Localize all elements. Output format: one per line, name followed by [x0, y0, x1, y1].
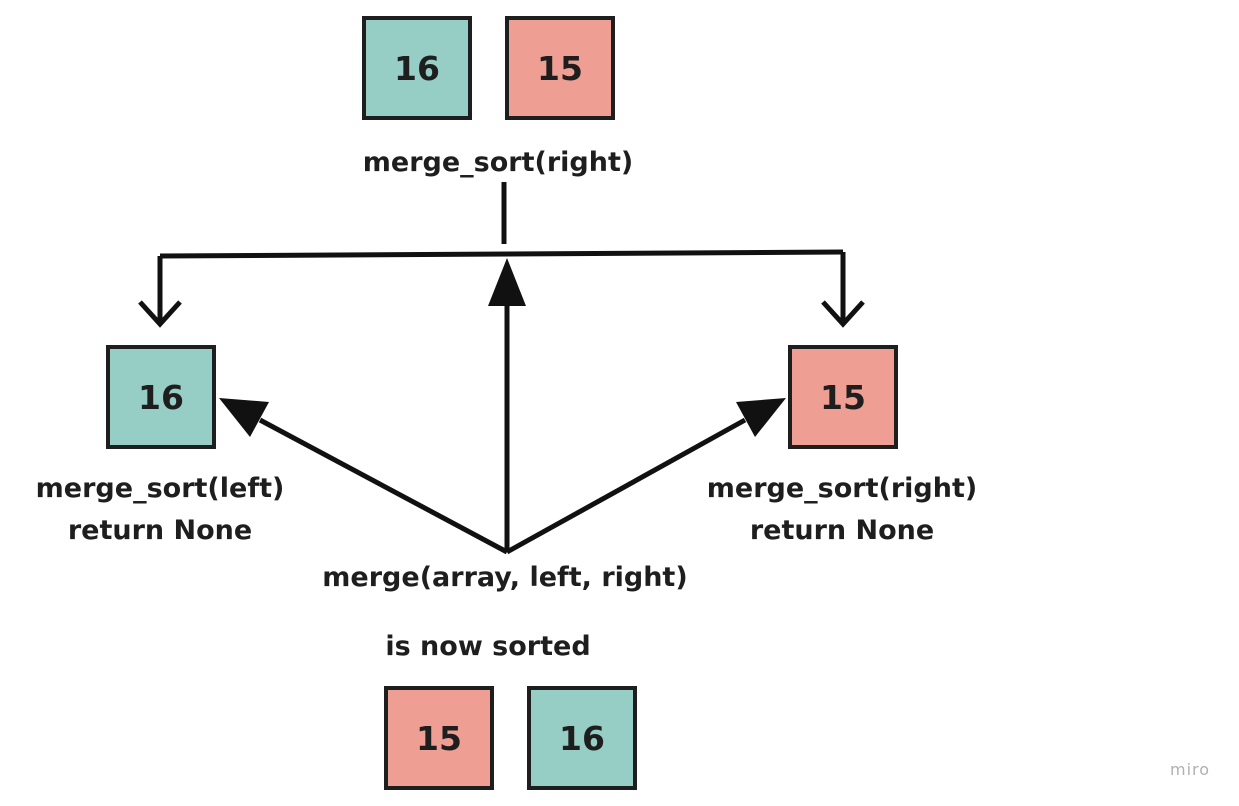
- right-label-return: return None: [749, 515, 935, 546]
- right-label-call: merge_sort(right): [706, 473, 978, 504]
- miro-watermark: miro: [1170, 760, 1211, 779]
- drop-left-arrowhead: [138, 300, 182, 328]
- top-box-1: 16: [362, 16, 472, 120]
- merge-arrow-left-head: [219, 398, 269, 437]
- top-label: merge_sort(right): [362, 147, 634, 178]
- top-box-2: 15: [505, 16, 615, 120]
- merge-arrow-up-head: [488, 258, 526, 306]
- sorted-label: is now sorted: [385, 631, 591, 662]
- bottom-box-1: 15: [384, 686, 494, 790]
- left-label-call: merge_sort(left): [35, 473, 285, 504]
- left-box: 16: [106, 345, 216, 449]
- split-bar: [159, 249, 844, 259]
- merge-arrow-right-head: [736, 398, 786, 437]
- bottom-box-2: 16: [527, 686, 637, 790]
- merge-label: merge(array, left, right): [322, 562, 688, 593]
- drop-right-arrowhead: [821, 300, 865, 328]
- merge-arrow-left: [258, 417, 509, 555]
- merge-arrow-right: [505, 417, 747, 555]
- right-box: 15: [788, 345, 898, 449]
- left-label-return: return None: [67, 515, 253, 546]
